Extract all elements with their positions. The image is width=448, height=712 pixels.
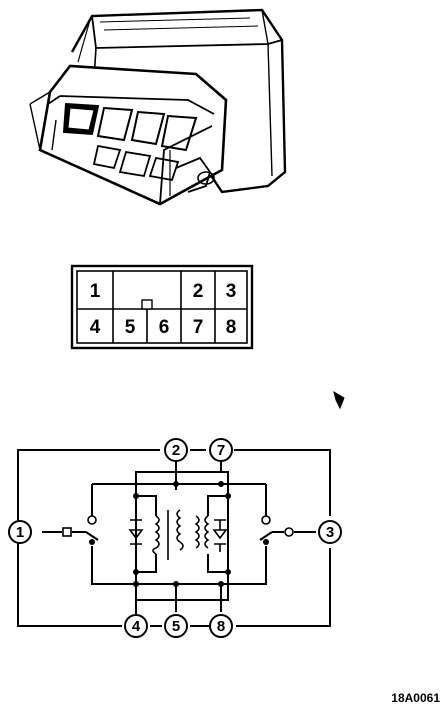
svg-text:1: 1	[16, 524, 24, 541]
svg-text:2: 2	[172, 442, 180, 459]
svg-text:3: 3	[326, 524, 334, 541]
svg-text:7: 7	[217, 442, 225, 459]
connector-pin-1: 1	[90, 281, 101, 302]
terminal-node-2: 2	[164, 438, 188, 462]
terminal-node-7: 7	[209, 438, 233, 462]
connector-pin-4: 4	[90, 317, 101, 338]
circuit-schematic: 1 2 3 4 5 7 8	[8, 438, 342, 638]
svg-text:5: 5	[172, 618, 180, 635]
relay-illustration	[29, 8, 287, 206]
figure-code: 18A0061	[391, 691, 440, 705]
svg-text:8: 8	[217, 618, 225, 635]
connector-pin-7: 7	[193, 317, 204, 338]
terminal-node-3: 3	[318, 520, 342, 544]
svg-text:4: 4	[132, 618, 141, 635]
terminal-node-8: 8	[209, 614, 233, 638]
connector-pin-6: 6	[159, 317, 170, 338]
terminal-node-5: 5	[164, 614, 188, 638]
pointer-mark	[333, 390, 345, 410]
connector-pin-3: 3	[226, 281, 237, 302]
terminal-node-1: 1	[8, 520, 32, 544]
connector-pin-5: 5	[125, 317, 136, 338]
connector-pin-2: 2	[193, 281, 204, 302]
terminal-node-4: 4	[124, 614, 148, 638]
connector-face: 1 2 3 4 5 6 7 8	[70, 264, 254, 350]
connector-pin-8: 8	[226, 317, 237, 338]
